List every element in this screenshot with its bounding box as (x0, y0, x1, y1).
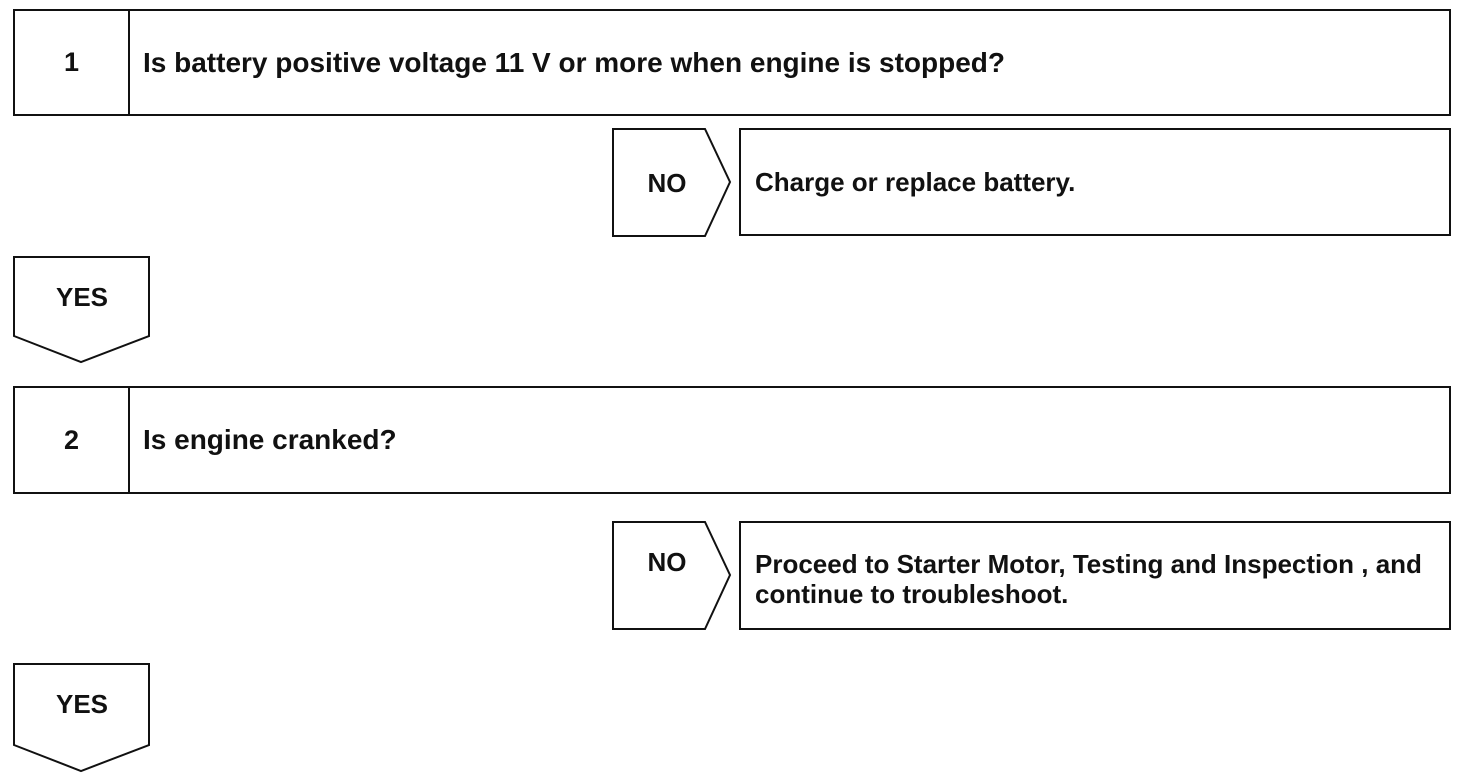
step-2-number: 2 (15, 388, 130, 492)
yes-arrow-shape (13, 663, 150, 773)
yes-arrow-shape (13, 256, 150, 364)
step-1-yes-label: YES (55, 282, 109, 312)
step-1-yes-arrow: YES (13, 256, 151, 364)
step-2-yes-arrow: YES (13, 663, 151, 773)
step-1-no-label: NO (647, 168, 687, 198)
step-1-box: 1 Is battery positive voltage 11 V or mo… (13, 9, 1451, 116)
step-2-no-action-text: Proceed to Starter Motor, Testing and In… (755, 549, 1422, 609)
no-arrow-shape (612, 128, 732, 237)
no-arrow-shape (612, 521, 732, 630)
step-1-question: Is battery positive voltage 11 V or more… (143, 46, 1005, 78)
step-2-no-action: Proceed to Starter Motor, Testing and In… (739, 521, 1451, 630)
step-2-box: 2 Is engine cranked? (13, 386, 1451, 494)
step-2-no-arrow: NO (612, 521, 732, 631)
step-2-question: Is engine cranked? (143, 424, 397, 455)
step-1-no-arrow: NO (612, 128, 732, 238)
step-1-no-action-text: Charge or replace battery. (755, 167, 1076, 197)
step-1-no-action: Charge or replace battery. (739, 128, 1451, 236)
step-1-number: 1 (15, 11, 130, 114)
step-2-no-label: NO (647, 547, 687, 577)
step-2-yes-label: YES (55, 689, 109, 719)
